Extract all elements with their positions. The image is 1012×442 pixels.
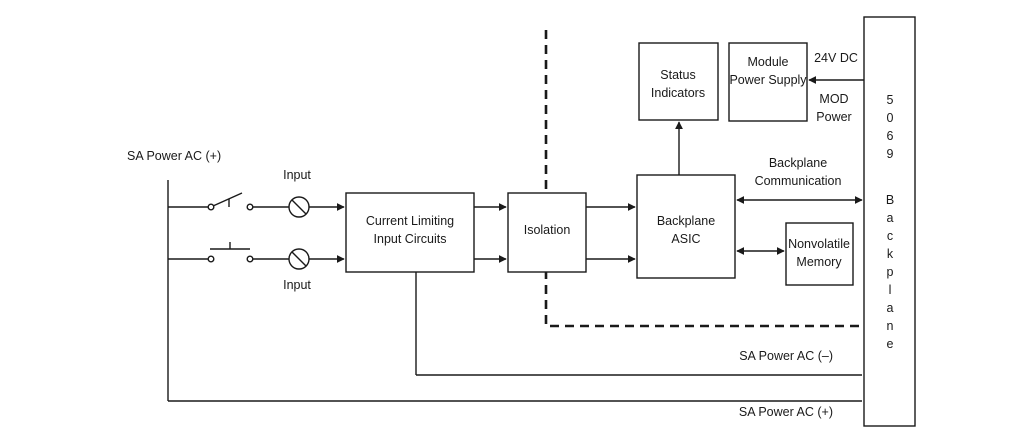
- backplane-char: 9: [887, 147, 894, 161]
- label-24v-dc: 24V DC: [814, 51, 858, 65]
- label-backplane-communication-1: Backplane: [769, 156, 827, 170]
- label-sa-power-plus-bottom: SA Power AC (+): [739, 405, 833, 419]
- label-backplane-asic-1: Backplane: [657, 214, 715, 228]
- status-indicators-block: [638, 42, 719, 121]
- backplane-asic-block: [636, 174, 736, 279]
- switch-2-right-contact: [246, 255, 254, 263]
- backplane-char: B: [886, 193, 894, 207]
- backplane-bus-bar: [863, 16, 916, 427]
- label-isolation: Isolation: [524, 223, 571, 237]
- input-2-indicator-icon: [288, 248, 310, 270]
- switch-1-right-contact: [246, 203, 254, 211]
- label-nonvolatile-memory-2: Memory: [796, 255, 842, 269]
- backplane-char: p: [887, 265, 894, 279]
- backplane-char: a: [887, 301, 894, 315]
- label-current-limiting-2: Input Circuits: [374, 232, 447, 246]
- backplane-char: n: [887, 319, 894, 333]
- backplane-char: l: [889, 283, 892, 297]
- label-sa-power-plus-top: SA Power AC (+): [127, 149, 221, 163]
- label-input-top: Input: [283, 168, 311, 182]
- switch-1-left-contact: [207, 203, 215, 211]
- label-input-bottom: Input: [283, 278, 311, 292]
- label-status-indicators-1: Status: [660, 68, 695, 82]
- label-module-power-supply-2: Power Supply: [729, 73, 807, 87]
- switch-1-blade: [212, 192, 243, 207]
- label-current-limiting-1: Current Limiting: [366, 214, 454, 228]
- label-status-indicators-2: Indicators: [651, 86, 705, 100]
- label-backplane-communication-2: Communication: [755, 174, 842, 188]
- label-backplane-asic-2: ASIC: [671, 232, 700, 246]
- backplane-char: c: [887, 229, 893, 243]
- backplane-char: a: [887, 211, 894, 225]
- label-nonvolatile-memory-1: Nonvolatile: [788, 237, 850, 251]
- nonvolatile-memory-block: [785, 222, 854, 286]
- backplane-char: e: [887, 337, 894, 351]
- backplane-bus-label: 5 0 6 9 B a c k p l a n e: [886, 93, 894, 351]
- switch-2-left-contact: [207, 255, 215, 263]
- isolation-boundary: [544, 30, 862, 328]
- label-mod-power-1: MOD: [819, 92, 848, 106]
- backplane-char: 0: [887, 111, 894, 125]
- module-power-supply-block: [728, 42, 808, 122]
- backplane-char: 5: [887, 93, 894, 107]
- label-module-power-supply-1: Module: [748, 55, 789, 69]
- backplane-char: k: [887, 247, 894, 261]
- label-sa-power-minus: SA Power AC (–): [739, 349, 833, 363]
- input-1-indicator-icon: [288, 196, 310, 218]
- label-mod-power-2: Power: [816, 110, 851, 124]
- current-limiting-block: [345, 192, 475, 273]
- backplane-char: 6: [887, 129, 894, 143]
- isolation-block: [507, 192, 587, 273]
